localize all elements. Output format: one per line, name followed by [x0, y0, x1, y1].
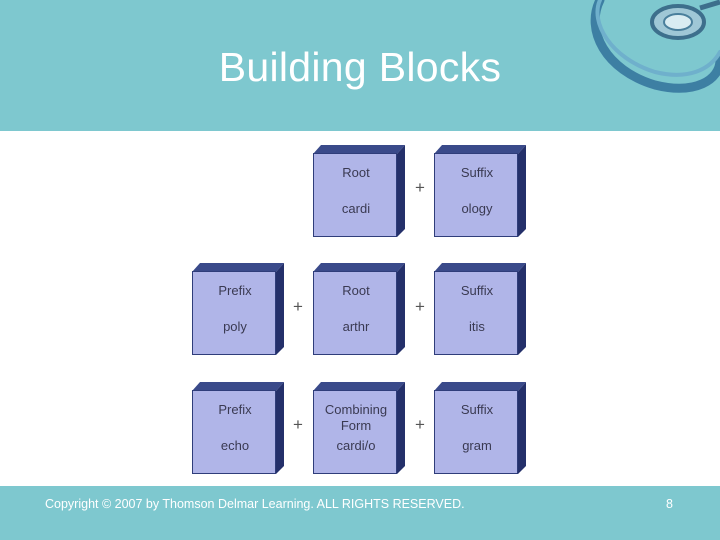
copyright-text: Copyright © 2007 by Thomson Delmar Learn…	[45, 497, 465, 511]
plus-sign: +	[293, 415, 303, 434]
block-label: Suffix	[460, 283, 494, 298]
block-suffix-ology: Suffix ology	[434, 145, 526, 237]
plus-sign: +	[415, 415, 425, 434]
block-root-cardi: Root cardi	[313, 145, 405, 237]
header-bar: Building Blocks	[0, 0, 720, 131]
block-value: gram	[462, 438, 492, 453]
stethoscope-icon	[590, 0, 720, 93]
block-value: poly	[223, 319, 247, 334]
block-value: cardi/o	[336, 438, 376, 453]
plus-sign: +	[415, 297, 425, 316]
block-value: echo	[220, 438, 250, 453]
block-suffix-gram: Suffix gram	[434, 382, 526, 474]
block-label: Suffix	[460, 165, 494, 180]
block-value: cardi	[341, 201, 371, 216]
block-suffix-itis: Suffix itis	[434, 263, 526, 355]
page-number: 8	[666, 497, 673, 511]
block-root-arthr: Root arthr	[313, 263, 405, 355]
block-label: Prefix	[218, 283, 252, 298]
block-value: arthr	[342, 319, 370, 334]
plus-sign: +	[415, 178, 425, 197]
block-label: Form	[340, 418, 372, 433]
block-value: ology	[461, 201, 493, 216]
block-label: Suffix	[460, 402, 494, 417]
block-prefix-poly: Prefix poly	[192, 263, 284, 355]
block-prefix-echo: Prefix echo	[192, 382, 284, 474]
block-label: Prefix	[218, 402, 252, 417]
block-value: itis	[469, 319, 485, 334]
footer-bar	[0, 486, 720, 540]
slide-title: Building Blocks	[218, 44, 502, 90]
block-label: Combining	[324, 402, 388, 417]
block-label: Root	[342, 283, 370, 298]
block-combining-form-cardio: Combining Form cardi/o	[313, 382, 405, 474]
block-label: Root	[342, 165, 370, 180]
plus-sign: +	[293, 297, 303, 316]
